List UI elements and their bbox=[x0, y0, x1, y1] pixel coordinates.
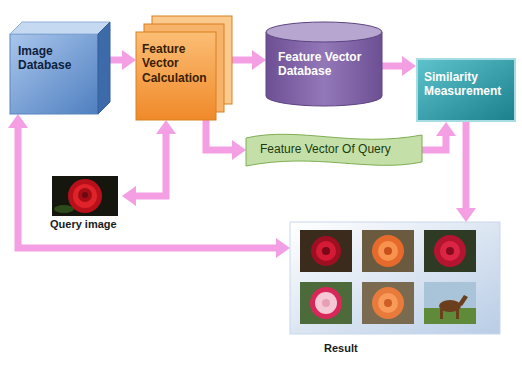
database-cylinder: Feature Vector Database bbox=[266, 22, 382, 106]
photo-ground bbox=[52, 176, 118, 216]
query-photo bbox=[52, 176, 118, 216]
rose-petals bbox=[315, 292, 337, 314]
cube-front bbox=[10, 34, 98, 114]
rose-petals bbox=[310, 287, 342, 319]
photo-ground bbox=[362, 282, 414, 324]
node-label: Query image bbox=[50, 218, 120, 231]
result-panel-node: Result bbox=[290, 222, 500, 362]
data-banner: Feature Vector Of Query bbox=[246, 130, 422, 170]
photo-ground bbox=[300, 230, 352, 272]
result-thumbnail bbox=[300, 282, 352, 324]
process-box-fill bbox=[417, 59, 515, 121]
horse-leg bbox=[440, 309, 443, 319]
rose-petals bbox=[440, 241, 460, 261]
rose-center bbox=[82, 192, 88, 198]
cube-side bbox=[98, 22, 110, 114]
rose-center bbox=[384, 299, 392, 307]
flow-arrow bbox=[136, 134, 166, 196]
rose-petals bbox=[73, 184, 97, 208]
photo-ground bbox=[362, 230, 414, 272]
node-label: Similarity Measurement bbox=[424, 70, 508, 99]
rose-petals bbox=[311, 236, 341, 266]
cube-top bbox=[10, 22, 110, 34]
cylinder-top bbox=[266, 22, 382, 42]
stacked-page bbox=[136, 32, 216, 120]
query-image: Query image bbox=[46, 174, 122, 236]
flow-arrow bbox=[18, 128, 276, 248]
rose-petals bbox=[434, 235, 466, 267]
rose-center bbox=[384, 247, 392, 255]
process-box: Similarity Measurement bbox=[416, 58, 516, 122]
result-panel-node-outline bbox=[290, 222, 500, 362]
cylinder-body bbox=[266, 32, 382, 106]
database-cube: Image Database bbox=[10, 22, 110, 114]
rose-petals bbox=[378, 293, 398, 313]
result-thumbnail bbox=[300, 230, 352, 272]
flow-arrow bbox=[110, 57, 122, 64]
result-panel bbox=[290, 222, 500, 334]
flow-arrow bbox=[382, 63, 402, 70]
node-label: Feature Vector Database bbox=[278, 50, 370, 79]
node-label: Feature Vector Calculation bbox=[142, 42, 210, 85]
rose-petals bbox=[316, 241, 336, 261]
result-thumbnail bbox=[362, 230, 414, 272]
rose-petals bbox=[372, 287, 404, 319]
flow-arrow bbox=[232, 57, 252, 64]
rose-center bbox=[78, 188, 92, 202]
rose-center bbox=[322, 299, 330, 307]
result-thumbnail bbox=[362, 282, 414, 324]
node-label: Image Database bbox=[18, 44, 92, 73]
result-thumbnail bbox=[424, 282, 476, 324]
process-pages: Feature Vector Calculation bbox=[136, 16, 232, 120]
banner-shape bbox=[246, 134, 422, 166]
flow-arrow bbox=[206, 120, 232, 150]
node-label: Result bbox=[324, 342, 496, 355]
flow-arrow bbox=[463, 122, 470, 208]
leaf bbox=[54, 205, 74, 213]
rose-petals bbox=[68, 179, 102, 213]
photo-sky bbox=[424, 282, 476, 324]
flow-arrow bbox=[422, 136, 446, 150]
rose-center bbox=[322, 247, 330, 255]
horse-leg bbox=[456, 309, 459, 319]
rose-petals bbox=[372, 235, 404, 267]
rose-center bbox=[446, 247, 454, 255]
result-thumbnail bbox=[424, 230, 476, 272]
rose-petals bbox=[378, 241, 398, 261]
photo-ground bbox=[300, 282, 352, 324]
photo-ground bbox=[424, 230, 476, 272]
horse-head bbox=[458, 295, 468, 306]
node-label: Feature Vector Of Query bbox=[260, 142, 412, 156]
